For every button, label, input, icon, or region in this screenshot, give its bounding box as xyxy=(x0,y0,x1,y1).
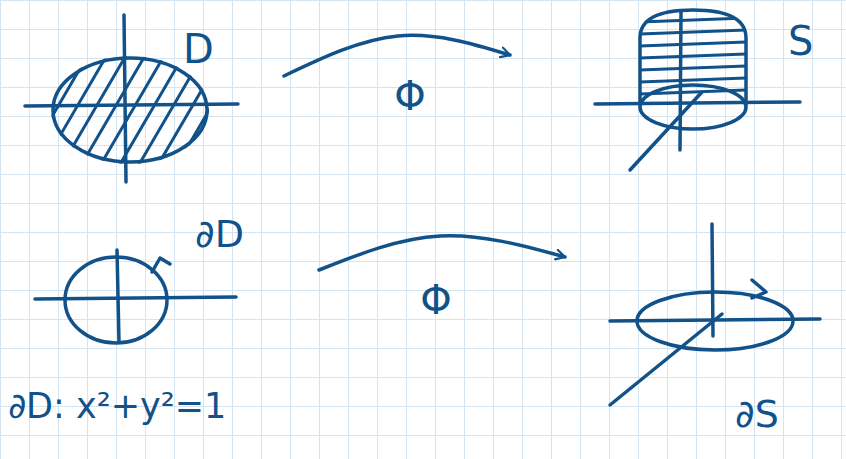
outline xyxy=(53,58,207,162)
shape-label: S xyxy=(788,18,813,64)
outline xyxy=(65,257,167,343)
boundary-circle-outline xyxy=(63,255,169,345)
map-label: Φ xyxy=(420,277,451,323)
boundary-curve: ∂S xyxy=(635,290,795,352)
hatching xyxy=(640,18,746,94)
y-axis xyxy=(610,314,722,405)
outline xyxy=(640,85,746,129)
surface-shape-outline xyxy=(638,8,748,135)
boundary-equation: ∂D: x²+y²=1 xyxy=(8,386,226,426)
mapping-arrow xyxy=(284,35,510,76)
boundary-curve-outline xyxy=(635,290,795,352)
mapping-arrow xyxy=(319,236,565,270)
region-disk-outline xyxy=(51,56,209,164)
y-axis xyxy=(117,250,119,342)
shape-label: D xyxy=(183,26,214,72)
map-label: Φ xyxy=(394,73,425,119)
outline xyxy=(637,292,793,350)
x-axis xyxy=(595,102,800,104)
shape-label: ∂D xyxy=(195,213,244,257)
shape-label: ∂S xyxy=(735,393,779,437)
region-disk: D xyxy=(51,56,209,164)
surface-shape: S xyxy=(638,8,748,135)
boundary-circle: ∂D xyxy=(63,255,169,345)
